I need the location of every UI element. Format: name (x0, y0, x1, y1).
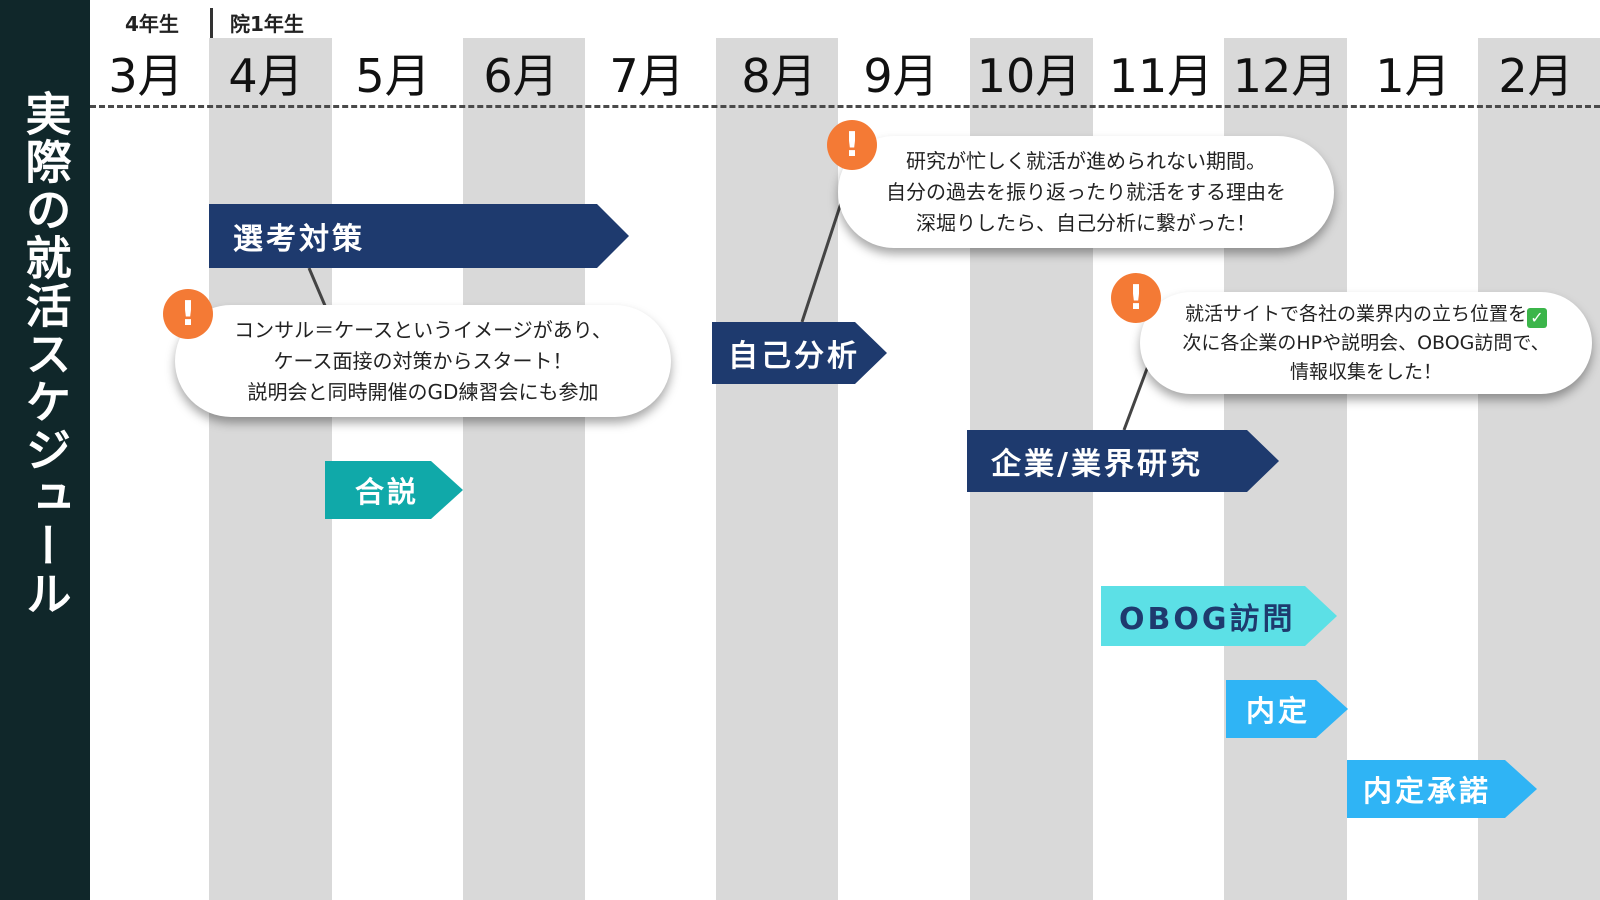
bubble-text: 次に各企業のHPや説明会、OBOG訪問で、 (1182, 331, 1550, 354)
bubble-site: 就活サイトで各社の業界内の立ち位置を✓ 次に各企業のHPや説明会、OBOG訪問で… (1140, 292, 1592, 394)
exclamation-icon: ! (163, 289, 213, 339)
arrow-kigyou-kenkyu: 企業/業界研究 (967, 430, 1279, 492)
month-label: 11月 (1108, 49, 1214, 103)
bubble-text: 自分の過去を振り返ったり就活をする理由を (886, 179, 1286, 204)
month-label: 12月 (1232, 49, 1338, 103)
bubble-text: 研究が忙しく就活が進められない期間。 (906, 148, 1266, 173)
arrow-jiko-bunseki: 自己分析 (712, 322, 887, 384)
connector-line-site (1122, 365, 1150, 431)
bubble-text: 就活サイトで各社の業界内の立ち位置を✓ (1185, 300, 1547, 329)
month-label: 4月 (228, 49, 304, 103)
stripe-february (1478, 38, 1600, 900)
page-title: 実際の就活スケジュール (18, 90, 73, 618)
month-label: 8月 (741, 49, 817, 103)
bubble-consul: コンサル＝ケースというイメージがあり、 ケース面接の対策からスタート！ 説明会と… (175, 305, 671, 417)
bubble-research: 研究が忙しく就活が進められない期間。 自分の過去を振り返ったり就活をする理由を … (838, 136, 1334, 248)
month-label: 6月 (483, 49, 559, 103)
bubble-text: 深堀りしたら、自己分析に繋がった！ (916, 210, 1256, 235)
exclamation-icon: ! (827, 120, 877, 170)
exclamation-icon: ! (1111, 273, 1161, 323)
stripe-june (463, 38, 585, 900)
arrow-naitei-shodaku: 内定承諾 (1347, 760, 1537, 818)
month-label: 3月 (108, 49, 184, 103)
header-divider (90, 105, 1600, 108)
stripe-april (209, 38, 332, 900)
bubble-text: 情報収集をした！ (1289, 360, 1442, 383)
bubble-text: コンサル＝ケースというイメージがあり、 (234, 317, 612, 342)
month-label: 10月 (976, 49, 1082, 103)
year-label-4th: 4年生 (125, 12, 179, 36)
arrow-senkou-taisaku: 選考対策 (209, 204, 629, 268)
arrow-gousetsu: 合説 (325, 461, 463, 519)
sidebar: 実際の就活スケジュール (0, 0, 90, 900)
month-label: 7月 (609, 49, 685, 103)
bubble-text: 就活サイトで各社の業界内の立ち位置を (1184, 302, 1527, 325)
arrow-obog-houmon: OBOG訪問 (1101, 586, 1337, 646)
month-label: 9月 (863, 49, 939, 103)
stripe-august (716, 38, 838, 900)
year-label-grad1: 院1年生 (230, 12, 304, 36)
year-divider (210, 8, 213, 38)
month-label: 2月 (1498, 49, 1574, 103)
month-label: 1月 (1375, 49, 1451, 103)
month-label: 5月 (355, 49, 431, 103)
check-mark-icon: ✓ (1527, 307, 1547, 328)
bubble-text: ケース面接の対策からスタート！ (273, 348, 573, 373)
connector-line-consul (307, 267, 328, 309)
bubble-text: 説明会と同時開催のGD練習会にも参加 (247, 379, 599, 404)
connector-line-research (800, 199, 844, 323)
